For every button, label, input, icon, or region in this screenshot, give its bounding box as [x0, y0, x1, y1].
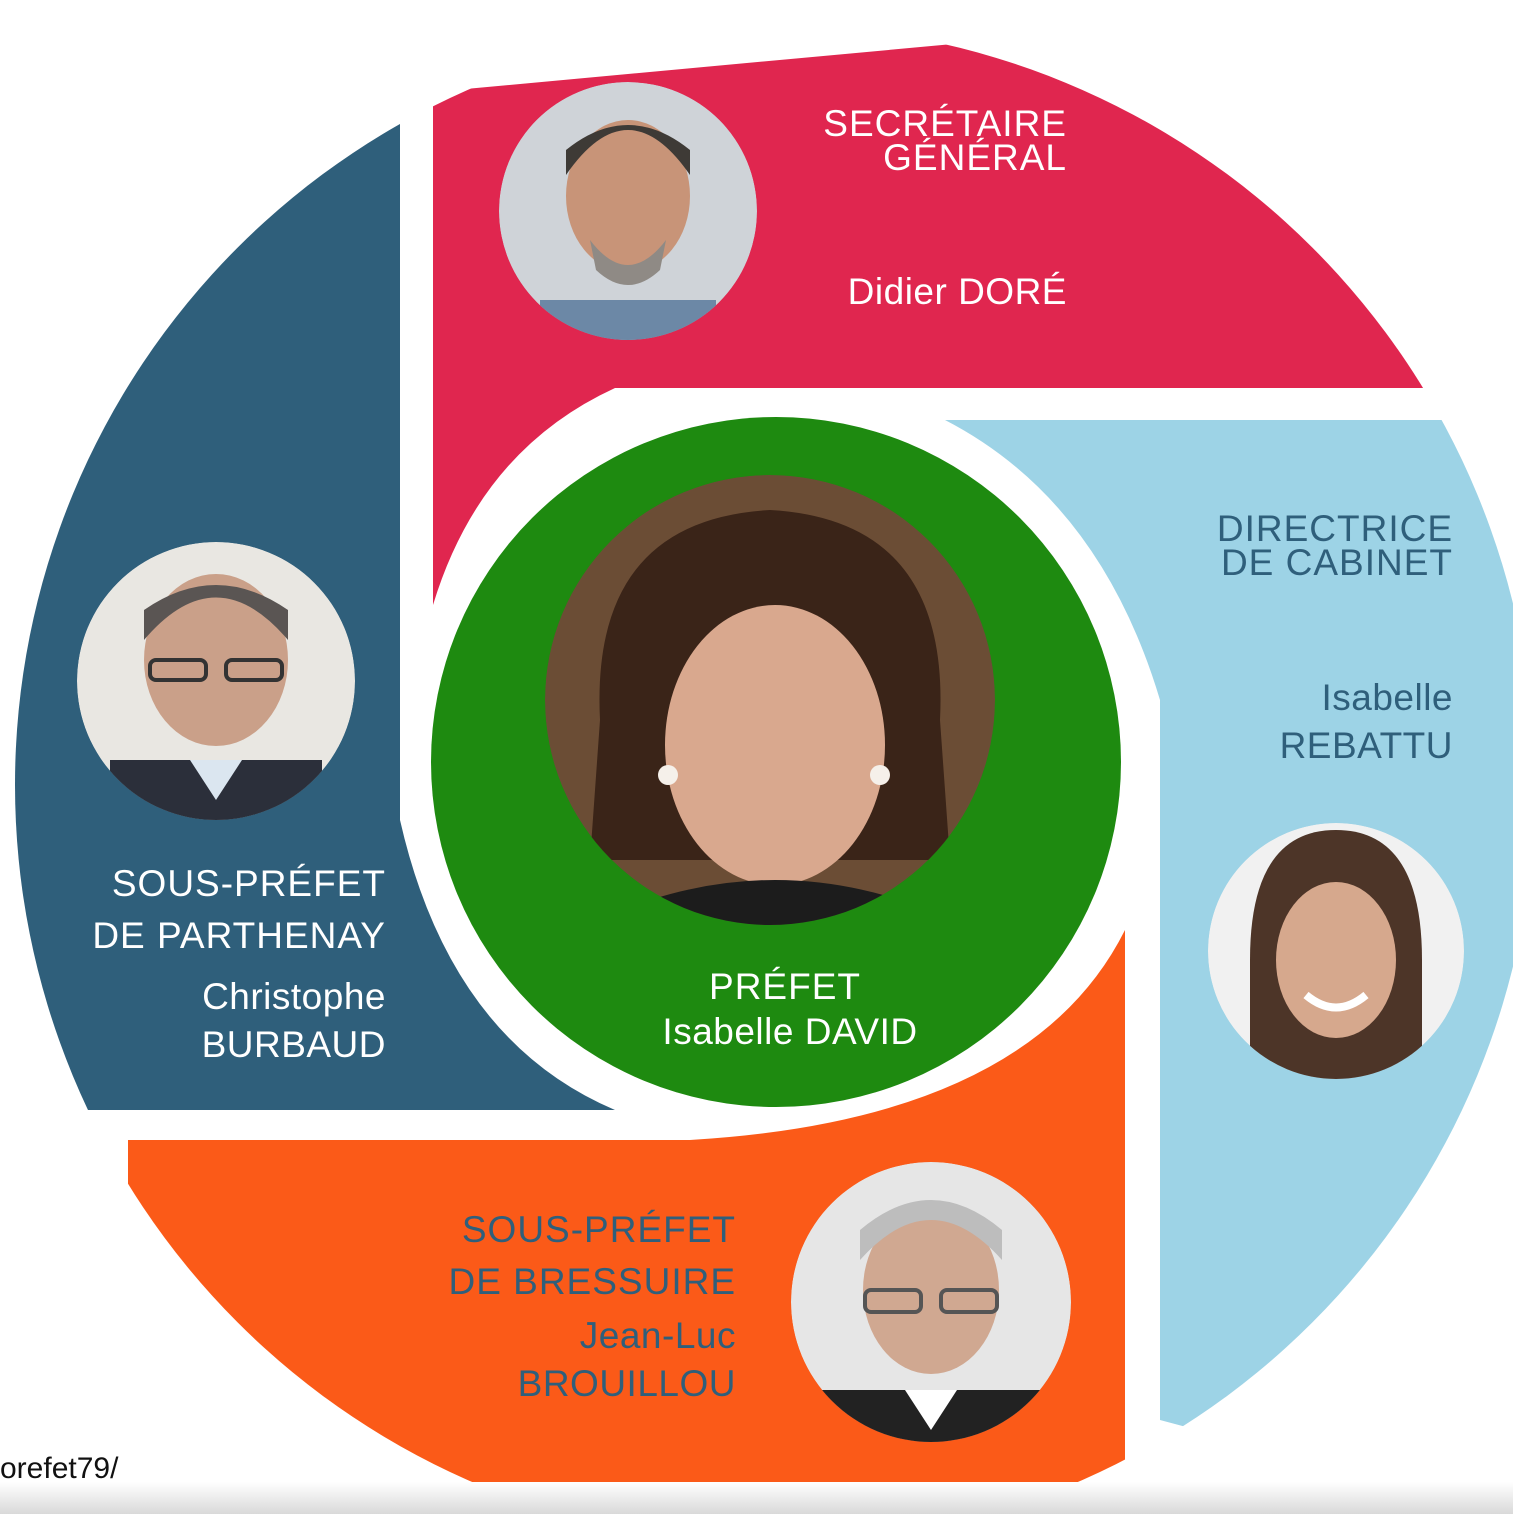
- directrice-title: DIRECTRICE DE CABINET: [1216, 508, 1453, 583]
- secretaire-name: Didier DORÉ: [847, 271, 1067, 312]
- bottom-bar: [0, 1482, 1513, 1514]
- parthenay-title: SOUS-PRÉFET DE PARTHENAY: [92, 863, 386, 956]
- prefet-name: Isabelle DAVID: [662, 1011, 918, 1052]
- directrice-name: Isabelle REBATTU: [1279, 677, 1453, 766]
- prefet-photo-icon: [545, 475, 995, 925]
- directrice-photo-icon: [1208, 823, 1464, 1079]
- parthenay-name: Christophe BURBAUD: [201, 976, 386, 1065]
- prefet-title: PRÉFET: [709, 966, 861, 1007]
- bressuire-title: SOUS-PRÉFET DE BRESSUIRE: [448, 1209, 736, 1302]
- bressuire-name: Jean-Luc BROUILLOU: [517, 1315, 736, 1404]
- secretaire-photo-icon: [499, 82, 757, 340]
- footer-url[interactable]: orefet79/: [0, 1452, 119, 1485]
- secretaire-title: SECRÉTAIRE GÉNÉRAL: [823, 103, 1067, 178]
